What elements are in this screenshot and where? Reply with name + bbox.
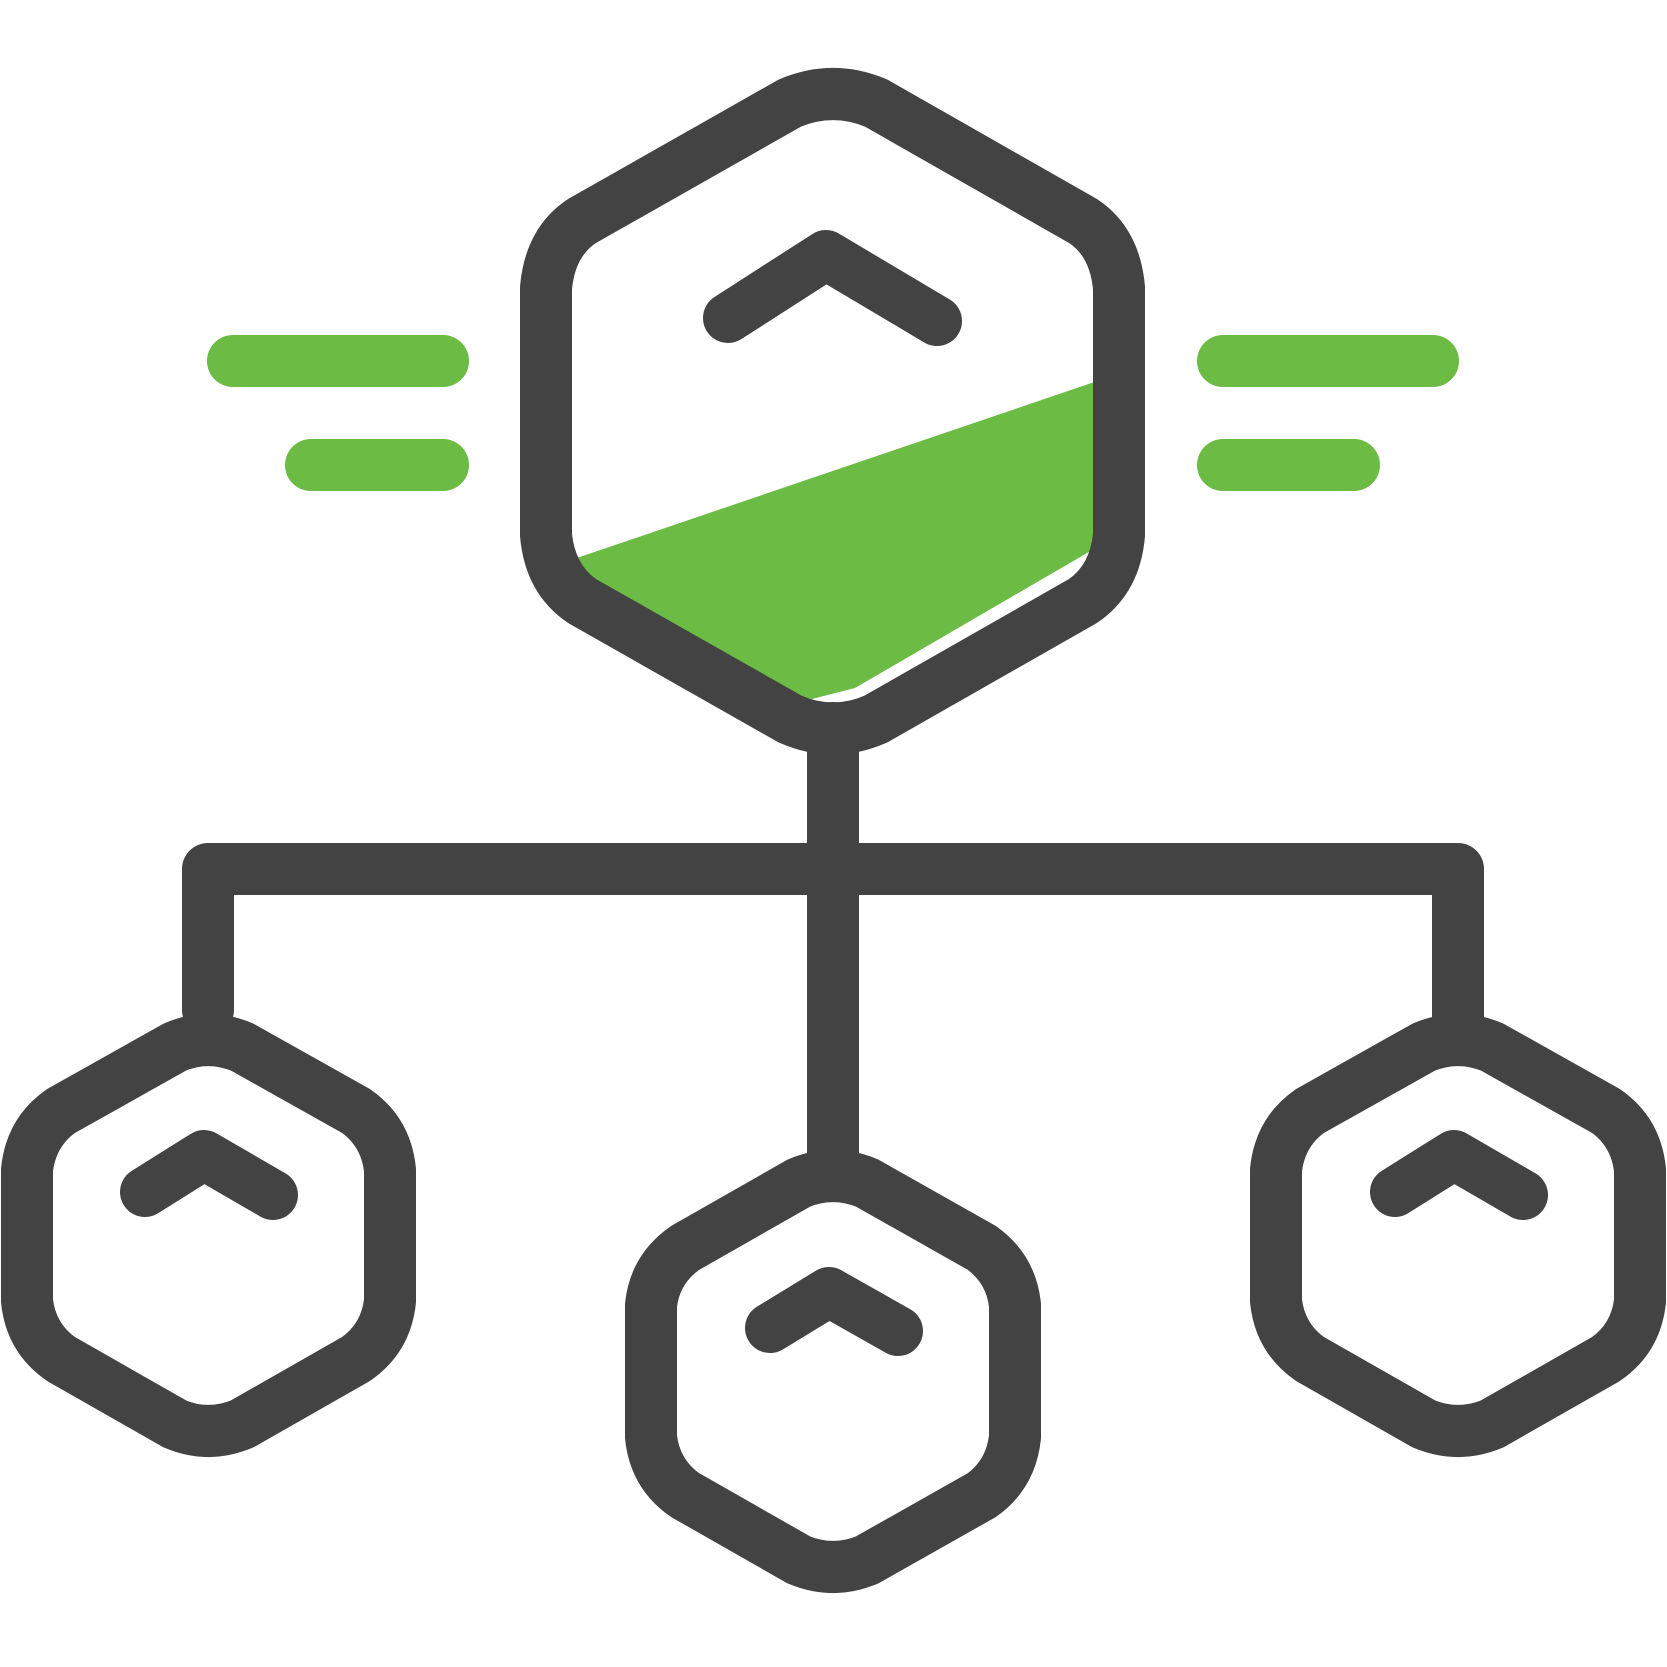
right-node (1250, 1014, 1666, 1457)
top-node-accent-fill (568, 374, 1118, 699)
accent-dashes (207, 335, 1459, 491)
chevron-up-icon (745, 1267, 923, 1356)
connector-lines (182, 702, 1484, 1202)
chevron-up-icon (120, 1130, 298, 1220)
hexagon-nodes (1, 68, 1666, 1593)
chevron-up-icon (1370, 1130, 1548, 1220)
chevron-up-icon (703, 230, 962, 346)
chevrons (120, 230, 1548, 1356)
branch-line (182, 843, 1484, 1060)
top-node-clean (520, 68, 1145, 755)
center-node (625, 1150, 1041, 1593)
left-node (1, 1014, 416, 1457)
